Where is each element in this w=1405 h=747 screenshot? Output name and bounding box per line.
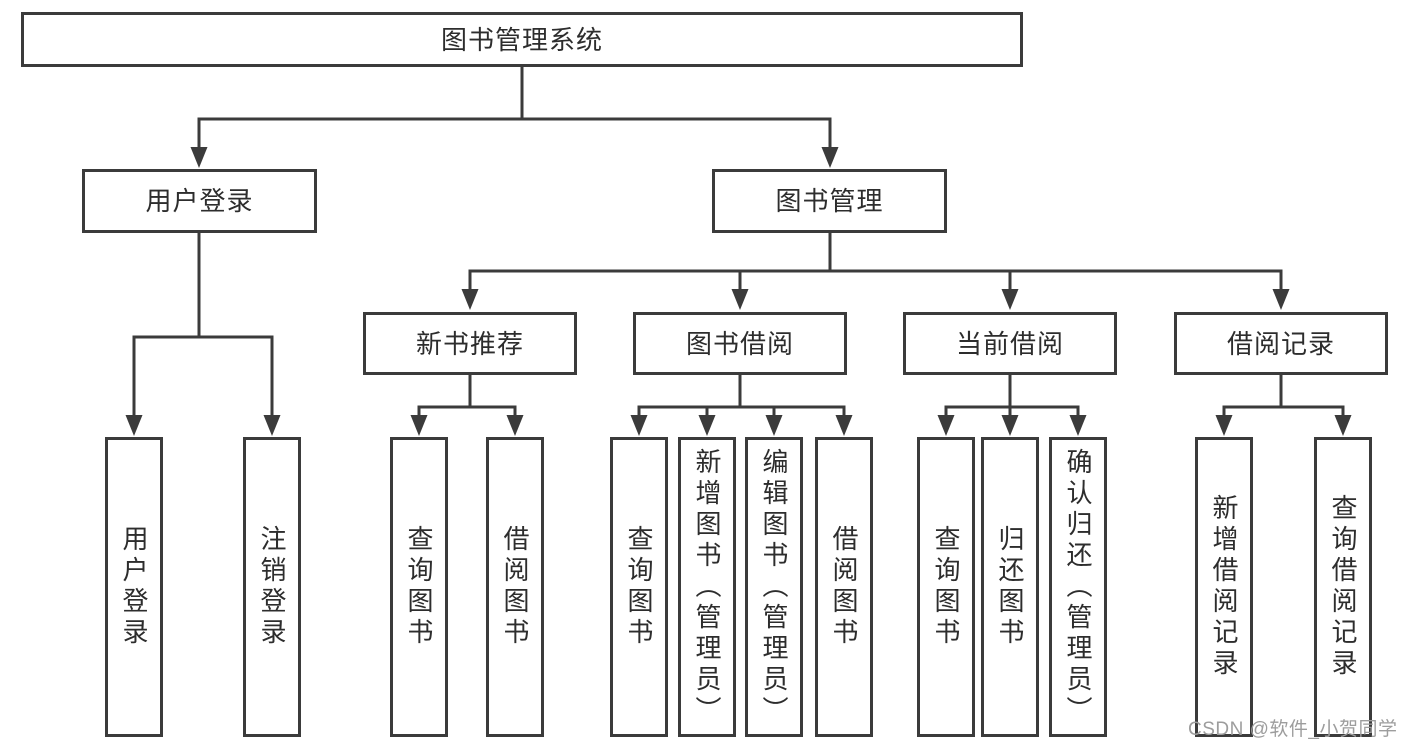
- node-label: 查询图书: [624, 525, 654, 649]
- node-label: 新书推荐: [415, 328, 524, 359]
- node-leaf-edit-books-admin: 编辑图书（管理员）: [745, 437, 803, 737]
- node-leaf-query-books-recommend: 查询图书: [390, 437, 448, 737]
- node-leaf-query-books-borrow: 查询图书: [610, 437, 668, 737]
- node-label: 查询借阅记录: [1328, 494, 1358, 680]
- node-label: 图书管理: [775, 186, 884, 216]
- node-label: 新增借阅记录: [1209, 494, 1239, 680]
- node-leaf-confirm-return-admin: 确认归还（管理员）: [1049, 437, 1107, 737]
- node-label: 用户登录: [145, 186, 254, 216]
- node-leaf-add-borrow-record: 新增借阅记录: [1195, 437, 1253, 737]
- node-label: 注销登录: [257, 525, 287, 649]
- node-book-borrow: 图书借阅: [633, 312, 847, 375]
- node-new-book-recommend: 新书推荐: [363, 312, 577, 375]
- connector-root-to-level2: [190, 67, 839, 168]
- connector-book-management-children: [461, 233, 1290, 310]
- node-leaf-user-login: 用户登录: [105, 437, 163, 737]
- node-label: 用户登录: [119, 525, 149, 649]
- node-leaf-logout: 注销登录: [243, 437, 301, 737]
- connector-book-borrow-children: [630, 375, 853, 436]
- node-label: 当前借阅: [955, 328, 1064, 359]
- node-label: 确认归还（管理员）: [1063, 447, 1093, 727]
- connector-current-borrow-children: [937, 375, 1087, 436]
- node-library-system: 图书管理系统: [21, 12, 1023, 67]
- node-leaf-borrow-books-recommend: 借阅图书: [486, 437, 544, 737]
- node-user-login: 用户登录: [82, 169, 317, 233]
- node-leaf-borrow-books: 借阅图书: [815, 437, 873, 737]
- node-label: 归还图书: [995, 525, 1025, 649]
- node-label: 图书管理系统: [440, 24, 603, 55]
- node-book-management: 图书管理: [712, 169, 947, 233]
- node-leaf-query-borrow-record: 查询借阅记录: [1314, 437, 1372, 737]
- node-label: 编辑图书（管理员）: [759, 447, 789, 727]
- node-borrow-records: 借阅记录: [1174, 312, 1388, 375]
- node-current-borrow: 当前借阅: [903, 312, 1117, 375]
- node-label: 借阅图书: [500, 525, 530, 649]
- node-label: 新增图书（管理员）: [692, 447, 722, 727]
- connector-user-login-children: [125, 233, 281, 436]
- csdn-watermark: CSDN @软件_小贺同学: [1188, 719, 1398, 740]
- connector-new-book-recommend-children: [410, 375, 524, 436]
- node-label: 查询图书: [404, 525, 434, 649]
- node-label: 图书借阅: [685, 328, 794, 359]
- node-label: 借阅图书: [829, 525, 859, 649]
- node-label: 查询图书: [931, 525, 961, 649]
- connector-borrow-records-children: [1215, 375, 1352, 436]
- node-label: 借阅记录: [1226, 328, 1335, 359]
- node-leaf-add-books-admin: 新增图书（管理员）: [678, 437, 736, 737]
- node-leaf-query-books-current: 查询图书: [917, 437, 975, 737]
- node-leaf-return-books: 归还图书: [981, 437, 1039, 737]
